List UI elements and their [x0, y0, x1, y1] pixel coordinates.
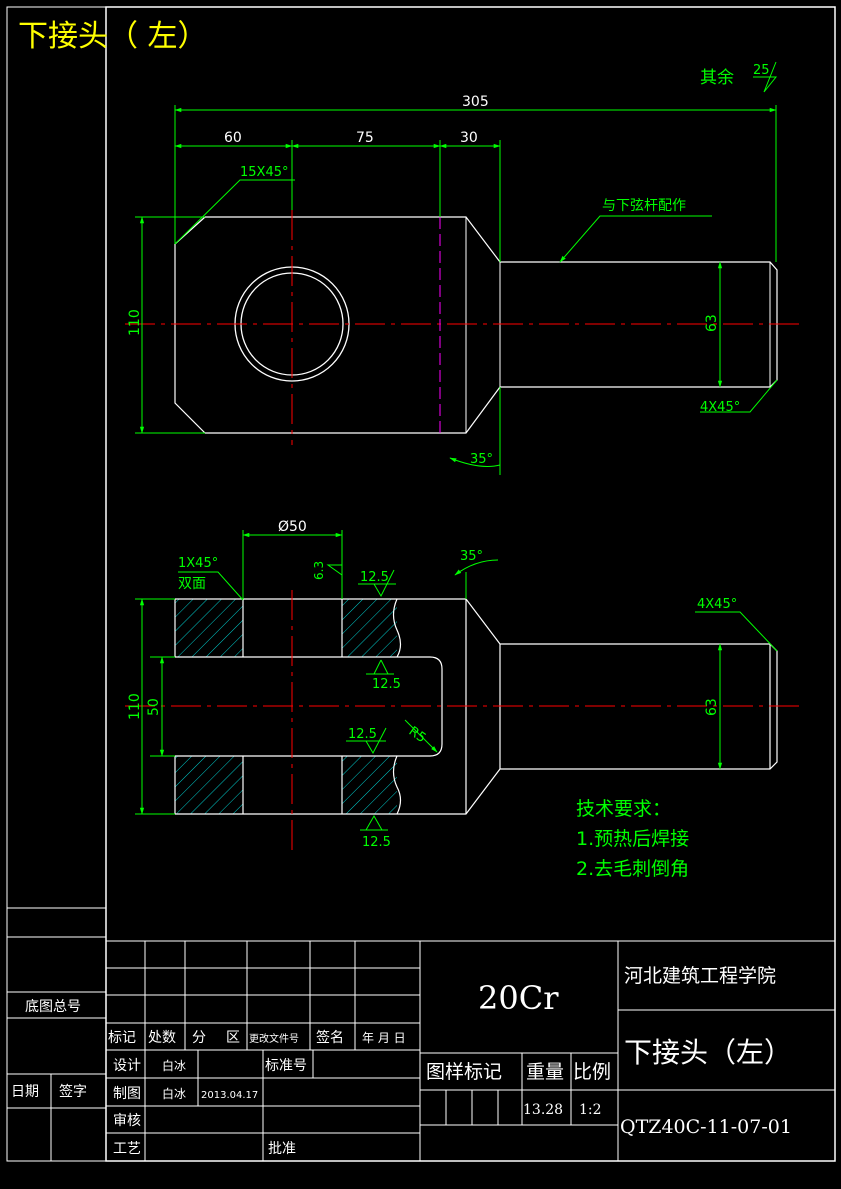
surface-roughness-note: 其余 25 — [700, 61, 778, 93]
svg-text:12.5: 12.5 — [360, 570, 389, 585]
dim-height: 110 — [127, 309, 143, 336]
svg-text:年 月 日: 年 月 日 — [362, 1031, 406, 1045]
stage-mark-label: 图样标记 — [426, 1061, 502, 1083]
svg-text:分: 分 — [192, 1030, 206, 1046]
chamfer-end-label: 4X45° — [700, 400, 740, 415]
svg-text:12.5: 12.5 — [362, 835, 391, 850]
tech-requirements: 技术要求： 1.预热后焊接 2.去毛刺倒角 — [576, 798, 689, 880]
dim-seg1: 60 — [224, 130, 242, 146]
drawing-title: 下接头（ 左） — [18, 19, 208, 54]
top-view: 305 60 75 30 110 63 15X45° 与下弦杆配作 4X45° … — [125, 94, 805, 475]
roughness-hole: 6.3 — [312, 561, 326, 580]
base-drawing-no: 底图总号 — [25, 999, 81, 1015]
drawing-number: QTZ40C-11-07-01 — [620, 1116, 792, 1138]
drawn-date: 2013.04.17 — [201, 1090, 258, 1101]
radius-label: R5 — [406, 724, 429, 746]
section-slot: 50 — [146, 698, 162, 716]
angle-label: 35° — [470, 452, 493, 467]
design-label: 设计 — [113, 1058, 141, 1074]
tech-item-1: 1.预热后焊接 — [576, 828, 689, 850]
roughness-marks: 12.5 12.5 12.5 12.5 — [346, 569, 401, 850]
revision-header: 标记 处数 分 区 更改文件号 签名 年 月 日 — [108, 1029, 406, 1046]
svg-text:标记: 标记 — [108, 1030, 136, 1046]
svg-text:12.5: 12.5 — [372, 677, 401, 692]
date-label: 日期 — [11, 1084, 39, 1100]
dim-shaft-dia: 63 — [704, 314, 720, 332]
svg-text:区: 区 — [226, 1030, 240, 1046]
top-view-outline — [174, 216, 778, 434]
section-angle: 35° — [460, 549, 483, 564]
scale-label: 比例 — [573, 1061, 611, 1083]
svg-text:处数: 处数 — [148, 1030, 176, 1046]
dim-seg2: 75 — [356, 130, 374, 146]
drawn-label: 制图 — [113, 1086, 141, 1102]
section-shaft-dia: 63 — [704, 698, 720, 716]
check-label: 审核 — [113, 1113, 141, 1129]
chamfer-1x45: 1X45° — [178, 556, 218, 571]
hole-dia-label: Ø50 — [278, 519, 307, 535]
drawn-name: 白冰 — [162, 1086, 186, 1101]
svg-text:更改文件号: 更改文件号 — [249, 1032, 299, 1045]
section-chamfer-end: 4X45° — [697, 597, 737, 612]
chamfer-both-sides: 双面 — [178, 576, 206, 592]
dim-seg3: 30 — [460, 130, 478, 146]
side-block — [7, 907, 106, 1161]
section-height: 110 — [127, 693, 143, 720]
tech-item-2: 2.去毛刺倒角 — [576, 858, 689, 880]
section-view: Ø50 110 50 63 6.3 1X45° 双面 12.5 12.5 12.… — [125, 519, 805, 855]
svg-text:12.5: 12.5 — [348, 727, 377, 742]
drawing-frame — [6, 6, 836, 1162]
process-label: 工艺 — [113, 1141, 141, 1157]
approve-label: 批准 — [268, 1141, 296, 1157]
weight-label: 重量 — [526, 1061, 564, 1083]
scale-value: 1:2 — [579, 1102, 602, 1118]
chamfer-left-label: 15X45° — [240, 165, 289, 180]
svg-text:签名: 签名 — [316, 1029, 344, 1046]
title-block-grid — [106, 940, 835, 1161]
tech-heading: 技术要求： — [576, 798, 671, 820]
svg-text:其余: 其余 — [700, 68, 734, 88]
weld-note: 与下弦杆配作 — [602, 198, 686, 214]
standard-label: 标准号 — [265, 1058, 307, 1074]
sign-label: 签字 — [59, 1083, 87, 1100]
svg-text:25: 25 — [753, 63, 770, 78]
school-name: 河北建筑工程学院 — [624, 965, 776, 987]
part-name: 下接头（左） — [624, 1036, 792, 1069]
design-name: 白冰 — [162, 1058, 186, 1073]
weight-value: 13.28 — [523, 1102, 563, 1118]
material: 20Cr — [478, 979, 559, 1017]
dim-total-length: 305 — [462, 94, 489, 110]
